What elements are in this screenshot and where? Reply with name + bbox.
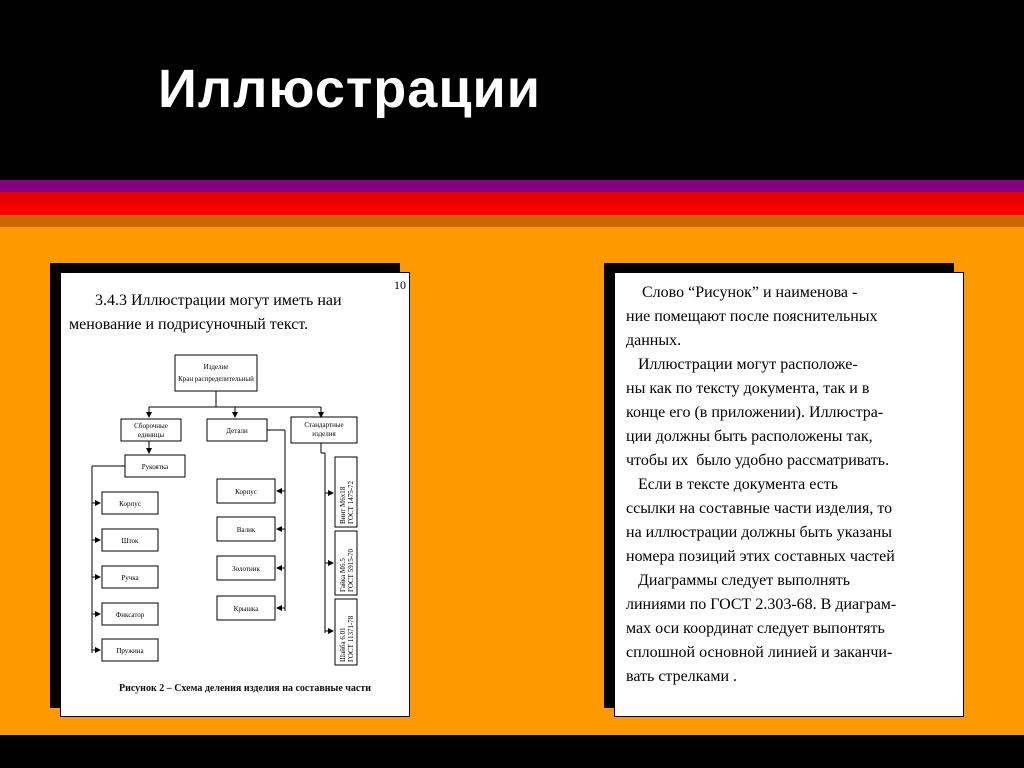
stripe-brown <box>0 215 1024 227</box>
right-text-line: чтобы их было удобно рассматривать. <box>626 452 890 469</box>
right-text-line: Иллюстрации могут расположе- <box>626 356 858 373</box>
diagram-label-standard-2: изделия <box>312 430 336 438</box>
diagram-label-c3-2a: Шайба 6.01 <box>339 627 347 662</box>
diagram-label-c2-3: Крышка <box>234 605 260 613</box>
stripe-red-dark <box>0 192 1024 204</box>
diagram-box-c2-2 <box>216 555 276 581</box>
diagram-label-product: Изделие <box>204 363 229 371</box>
right-text-line: мах оси координат следует выпонтять <box>626 620 885 637</box>
right-text-line: ции должны быть расположены так, <box>626 428 873 445</box>
right-text-line: номера позиций этих составных частей <box>626 548 895 565</box>
stripe-red <box>0 204 1024 215</box>
right-page-text: Слово “Рисунок” и наименова - ние помеща… <box>626 281 962 689</box>
diagram-label-c3-2b: ГОСТ 11371-78 <box>347 615 355 662</box>
diagram-label-parts: Детали <box>226 427 248 435</box>
right-text-line: Слово “Рисунок” и наименова - <box>626 284 858 301</box>
right-document-page: Слово “Рисунок” и наименова - ние помеща… <box>614 272 964 717</box>
diagram-label-standard-1: Стандартные <box>304 421 343 429</box>
diagram-box-product <box>174 354 258 392</box>
diagram-box-c1-1 <box>101 528 159 552</box>
right-text-line: ние помещают после пояснительных <box>626 308 878 325</box>
diagram-label-c3-0a: Винт М6х18 <box>339 486 347 524</box>
slide-title: Иллюстрации <box>158 59 541 119</box>
right-text-line: вать стрелками . <box>626 668 738 685</box>
right-text-line: конце его (в приложении). Иллюстра- <box>626 404 884 421</box>
right-text-line: Если в тексте документа есть <box>626 476 839 493</box>
diagram-box-c3-2 <box>334 598 358 666</box>
stripe-purple <box>0 180 1024 192</box>
diagram-label-handle: Рукоятка <box>142 463 169 471</box>
left-document-page: 10 3.4.3 Иллюстрации могут иметь наи мен… <box>60 272 410 717</box>
diagram-box-c1-4 <box>101 638 159 662</box>
right-text-line: Диаграммы следует выполнять <box>626 572 851 589</box>
diagram-label-c2-2: Золотник <box>232 565 260 573</box>
diagram-box-c2-0 <box>216 478 276 504</box>
diagram-label-c1-3: Фиксатор <box>116 611 145 619</box>
diagram-label-c1-0: Корпус <box>119 500 141 508</box>
diagram-label-assemblies-1: Сборочные <box>134 422 168 430</box>
diagram-box-c1-0 <box>101 491 159 515</box>
diagram-label-c2-0: Корпус <box>235 488 257 496</box>
left-text-line-1: 3.4.3 Иллюстрации могут иметь наи <box>95 292 342 309</box>
right-text-line: на иллюстрации должны быть указаны <box>626 524 893 541</box>
diagram-label-c3-0b: ГОСТ 1475-72 <box>347 480 355 524</box>
diagram-box-c2-1 <box>216 516 276 542</box>
structure-diagram: Изделие Кран распределительный Сборочные… <box>91 354 358 666</box>
diagram-label-c3-1a: Гайка М6.5 <box>339 558 347 592</box>
figure-caption: Рисунок 2 – Схема деления изделия на сос… <box>119 683 372 694</box>
footer-bar <box>0 735 1024 768</box>
diagram-label-assemblies-2: единицы <box>138 431 165 439</box>
diagram-box-c2-3 <box>216 595 276 621</box>
diagram-label-c1-2: Ручка <box>121 574 139 582</box>
diagram-box-c3-0 <box>334 456 358 528</box>
diagram-label-c2-1: Валик <box>237 526 256 534</box>
diagram-label-c1-4: Пружина <box>116 647 144 655</box>
right-text-line: ссылки на составные части изделия, то <box>626 500 893 517</box>
diagram-box-standard <box>290 416 358 444</box>
right-text-line: линиями по ГОСТ 2.303-68. В диаграм- <box>626 596 897 613</box>
right-text-line: данных. <box>626 332 682 349</box>
diagram-box-c1-2 <box>101 565 159 589</box>
right-text-line: ны как по тексту документа, так и в <box>626 380 870 397</box>
diagram-box-c3-1 <box>334 530 358 596</box>
left-text-line-2: менование и подрисуночный текст. <box>69 316 309 333</box>
diagram-box-c1-3 <box>101 602 159 626</box>
diagram-label-c1-1: Шток <box>122 537 140 545</box>
right-text-line: сплошной основной линией и заканчи- <box>626 644 893 661</box>
header-bar: Иллюстрации <box>0 0 1024 180</box>
diagram-label-c3-1b: ГОСТ 5915-70 <box>347 548 355 592</box>
page-number: 10 <box>394 278 406 292</box>
diagram-label-valve: Кран распределительный <box>178 375 254 383</box>
diagram-box-assemblies <box>120 418 182 442</box>
